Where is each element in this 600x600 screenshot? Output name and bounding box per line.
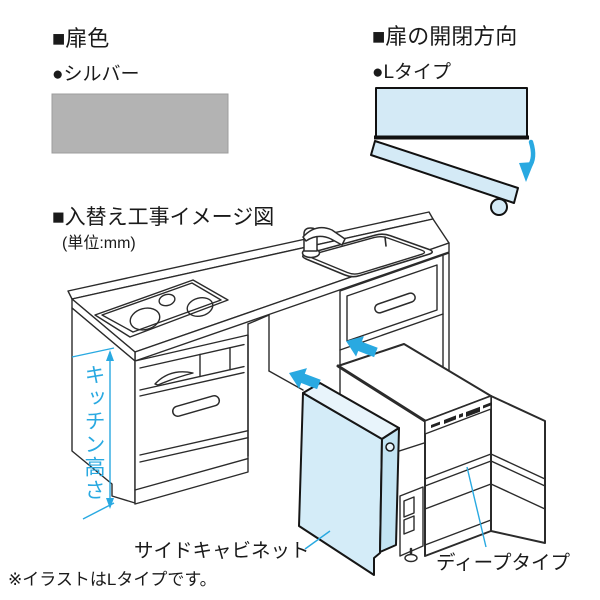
burner-icon bbox=[129, 307, 161, 331]
side-cabinet-label: サイドキャビネット bbox=[134, 540, 310, 562]
faucet-spout bbox=[302, 226, 346, 246]
side-cabinet-side bbox=[379, 427, 400, 553]
install-diagram-unit: (単位:mm) bbox=[62, 234, 136, 252]
dishwasher-side bbox=[490, 395, 546, 544]
kitchen-height-label: キッチン高さ bbox=[82, 364, 105, 502]
control-panel-strip bbox=[424, 395, 492, 435]
door-handle-knob bbox=[490, 198, 508, 216]
down-arrow-head-icon bbox=[519, 162, 534, 182]
control-panel-buttons bbox=[431, 402, 492, 428]
curved-drawer-handle bbox=[154, 371, 194, 386]
deep-type-leader-line bbox=[466, 466, 487, 548]
cooktop-inner-frame bbox=[101, 282, 222, 333]
water-inlet-unit bbox=[399, 486, 424, 563]
door-color-value: ●シルバー bbox=[52, 64, 139, 85]
burner-icon bbox=[158, 293, 176, 307]
door-direction-value: ●Lタイプ bbox=[372, 61, 451, 83]
drawer-bar-handle bbox=[171, 395, 221, 417]
faucet bbox=[301, 226, 346, 259]
insert-arrow-icon bbox=[289, 368, 321, 390]
deep-type-label: ディープタイプ bbox=[436, 552, 570, 574]
install-diagram-heading: ■入替え工事イメージ図 bbox=[52, 206, 274, 229]
adjustable-foot bbox=[404, 553, 418, 563]
door-color-heading: ■扉色 bbox=[52, 26, 109, 51]
door-direction-heading: ■扉の開閉方向 bbox=[372, 24, 517, 49]
side-cabinet-leader-line bbox=[304, 530, 331, 550]
side-cabinet-knob bbox=[385, 442, 395, 452]
cooktop-frame bbox=[94, 279, 229, 338]
insert-arrow-icon bbox=[346, 336, 378, 358]
kitchen-line-art bbox=[67, 211, 546, 576]
dimension-arrowhead-icon bbox=[106, 350, 114, 361]
door-color-section: ■扉色 ●シルバー bbox=[51, 26, 229, 154]
door-direction-section: ■扉の開閉方向 ●Lタイプ bbox=[370, 24, 536, 216]
dimension-arrowhead-icon bbox=[106, 498, 114, 509]
drawer-bar-handle bbox=[374, 292, 416, 314]
left-cabinet-front bbox=[134, 334, 249, 505]
cooktop bbox=[94, 279, 229, 338]
l-type-door-diagram bbox=[370, 87, 529, 216]
dishwasher-opening bbox=[247, 314, 304, 457]
silver-color-swatch bbox=[51, 93, 229, 154]
install-diagram-section: ■入替え工事イメージ図 (単位:mm) bbox=[52, 206, 274, 252]
insert-direction-arrows bbox=[289, 336, 378, 390]
left-cabinet bbox=[134, 334, 249, 505]
side-cabinet bbox=[298, 382, 400, 576]
burner-icon bbox=[186, 296, 214, 318]
sink-outer-rim bbox=[301, 233, 434, 278]
door-body bbox=[375, 87, 528, 138]
door-panel-open bbox=[370, 140, 519, 204]
footnote-text: ※イラストはLタイプです。 bbox=[8, 570, 217, 589]
dishwasher-deep-type bbox=[336, 343, 546, 563]
